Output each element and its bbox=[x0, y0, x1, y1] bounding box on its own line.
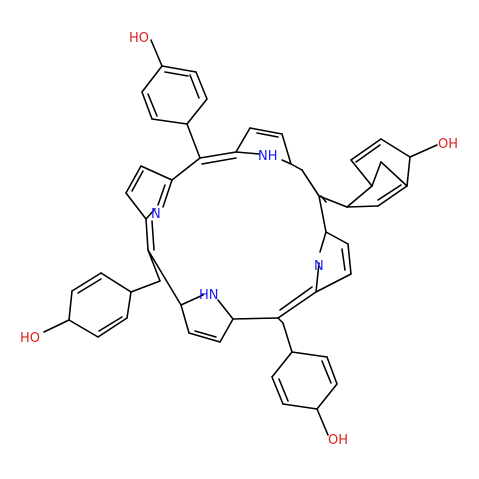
nh-top-label: NH bbox=[258, 149, 278, 164]
phenol-ring-top bbox=[141, 39, 208, 125]
n-left-label: N bbox=[151, 207, 161, 222]
pyrrole-bottom-nh bbox=[147, 249, 279, 343]
oh-right-label: OH bbox=[438, 137, 458, 152]
pyrrole-left-n bbox=[125, 157, 201, 251]
nh-bottom-label: HN bbox=[199, 288, 219, 303]
phenol-ring-left bbox=[43, 272, 161, 338]
oh-bottom-label: OH bbox=[328, 433, 348, 448]
pyrrole-top-nh bbox=[199, 127, 303, 171]
n-right-label: N bbox=[314, 259, 324, 274]
oh-left-label: HO bbox=[20, 331, 40, 346]
pyrrole-right-n bbox=[277, 169, 352, 319]
oh-top-label: HO bbox=[129, 31, 149, 46]
phenol-ring-bottom bbox=[271, 322, 338, 436]
phenol-ring-right bbox=[318, 138, 438, 208]
